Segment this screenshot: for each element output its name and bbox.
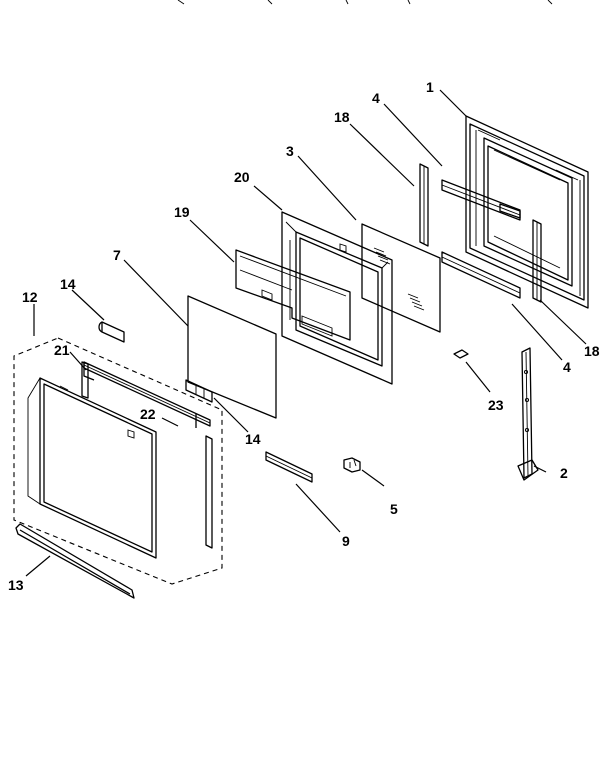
part-5-clip <box>343 457 361 473</box>
callout-19: 19 <box>174 204 190 220</box>
part-14-upper-hinge-receiver <box>98 321 125 343</box>
callout-1: 1 <box>426 79 434 95</box>
callout-7: 7 <box>113 247 121 263</box>
callout-18-right: 18 <box>584 343 600 359</box>
part-18-left-strip <box>419 163 429 247</box>
part-19-shield-panel <box>235 249 351 341</box>
part-4-upper-channel <box>441 179 521 221</box>
callout-4-lower: 4 <box>563 359 571 375</box>
part-13-door-handle <box>15 523 135 599</box>
part-21-top-rail <box>83 361 211 428</box>
callout-22: 22 <box>140 406 156 422</box>
part-20-window-frame <box>281 211 393 385</box>
part-3-inner-glass <box>361 223 441 333</box>
part-23-fastener <box>453 349 469 359</box>
callout-23: 23 <box>488 397 504 413</box>
callout-2: 2 <box>560 465 568 481</box>
part-4-lower-channel <box>441 251 521 299</box>
callout-9: 9 <box>342 533 350 549</box>
callout-18-left: 18 <box>334 109 350 125</box>
callout-13: 13 <box>8 577 24 593</box>
part-22-side-trims <box>81 361 213 549</box>
part-9-hinge-strip <box>265 451 313 483</box>
callout-3: 3 <box>286 143 294 159</box>
part-2-hinge <box>517 347 539 481</box>
callout-5: 5 <box>390 501 398 517</box>
part-18-right-strip <box>532 219 542 303</box>
outer-door-panel <box>27 377 157 559</box>
leader-lines <box>25 89 587 577</box>
part-1-door-frame <box>465 115 589 309</box>
callout-12: 12 <box>22 289 38 305</box>
part-7-glass-pane <box>187 295 277 419</box>
top-edge-marks <box>177 0 553 5</box>
callout-21: 21 <box>54 342 70 358</box>
part-14-lower-hinge-receiver <box>185 379 213 403</box>
part-12-outer-door-assembly <box>13 337 223 585</box>
callout-numbers: 1 2 3 4 4 5 7 9 12 13 14 14 18 18 19 20 … <box>8 79 600 593</box>
callout-14-upper: 14 <box>60 276 76 292</box>
callout-20: 20 <box>234 169 250 185</box>
callout-4-upper: 4 <box>372 90 380 106</box>
callout-14-lower: 14 <box>245 431 261 447</box>
